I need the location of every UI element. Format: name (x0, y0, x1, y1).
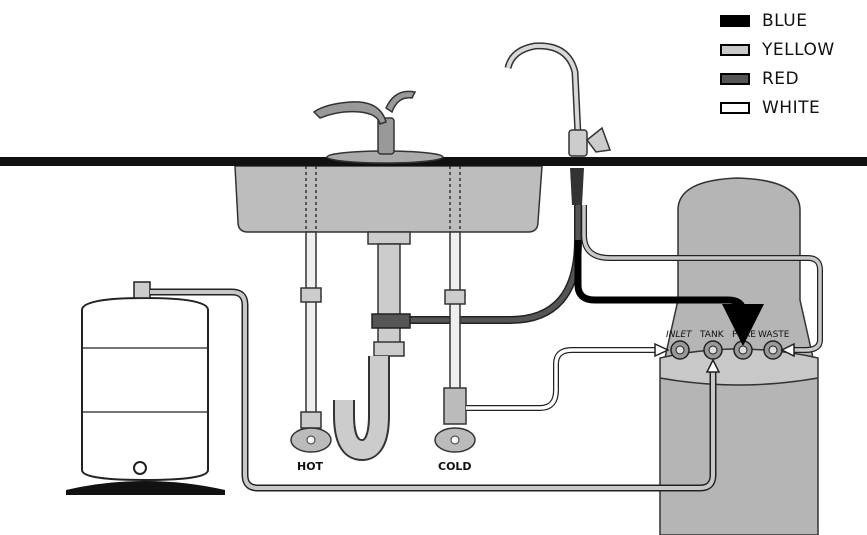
legend-swatch-white (720, 101, 750, 114)
ro-unit-housing (659, 177, 819, 535)
kitchen-faucet (312, 90, 444, 164)
storage-tank (66, 281, 225, 495)
yellow-tank-line (150, 288, 717, 492)
legend-item-red: RED (720, 64, 835, 93)
legend-swatch-blue (720, 14, 750, 27)
port-arrows (654, 342, 795, 373)
drain-pipe (333, 231, 411, 462)
port-label-tank: TANK (699, 330, 725, 340)
legend-label-yellow: YELLOW (762, 39, 835, 60)
color-legend: BLUE YELLOW RED WHITE (720, 6, 835, 122)
yellow-line-top (581, 205, 823, 353)
legend-item-yellow: YELLOW (720, 35, 835, 64)
cold-valve-label: COLD (438, 460, 472, 473)
port-label-pure: PURE (732, 330, 756, 340)
ro-faucet (504, 42, 612, 205)
legend-swatch-red (720, 72, 750, 85)
hot-valve-label: HOT (297, 460, 324, 473)
legend-label-blue: BLUE (762, 10, 808, 31)
legend-label-red: RED (762, 68, 800, 89)
port-label-waste: WASTE (758, 330, 790, 340)
sink-basin (234, 165, 543, 233)
countertop (0, 157, 867, 166)
port-waste (763, 340, 783, 360)
port-inlet (670, 340, 690, 360)
legend-label-white: WHITE (762, 97, 821, 118)
white-inlet-line (466, 347, 660, 411)
legend-swatch-yellow (720, 43, 750, 56)
legend-item-white: WHITE (720, 93, 835, 122)
port-pure (733, 340, 753, 360)
hot-water-supply (290, 166, 332, 453)
port-tank (703, 340, 723, 360)
legend-item-blue: BLUE (720, 6, 835, 35)
port-label-inlet: INLET (666, 330, 693, 340)
blue-pure-line (574, 240, 764, 346)
